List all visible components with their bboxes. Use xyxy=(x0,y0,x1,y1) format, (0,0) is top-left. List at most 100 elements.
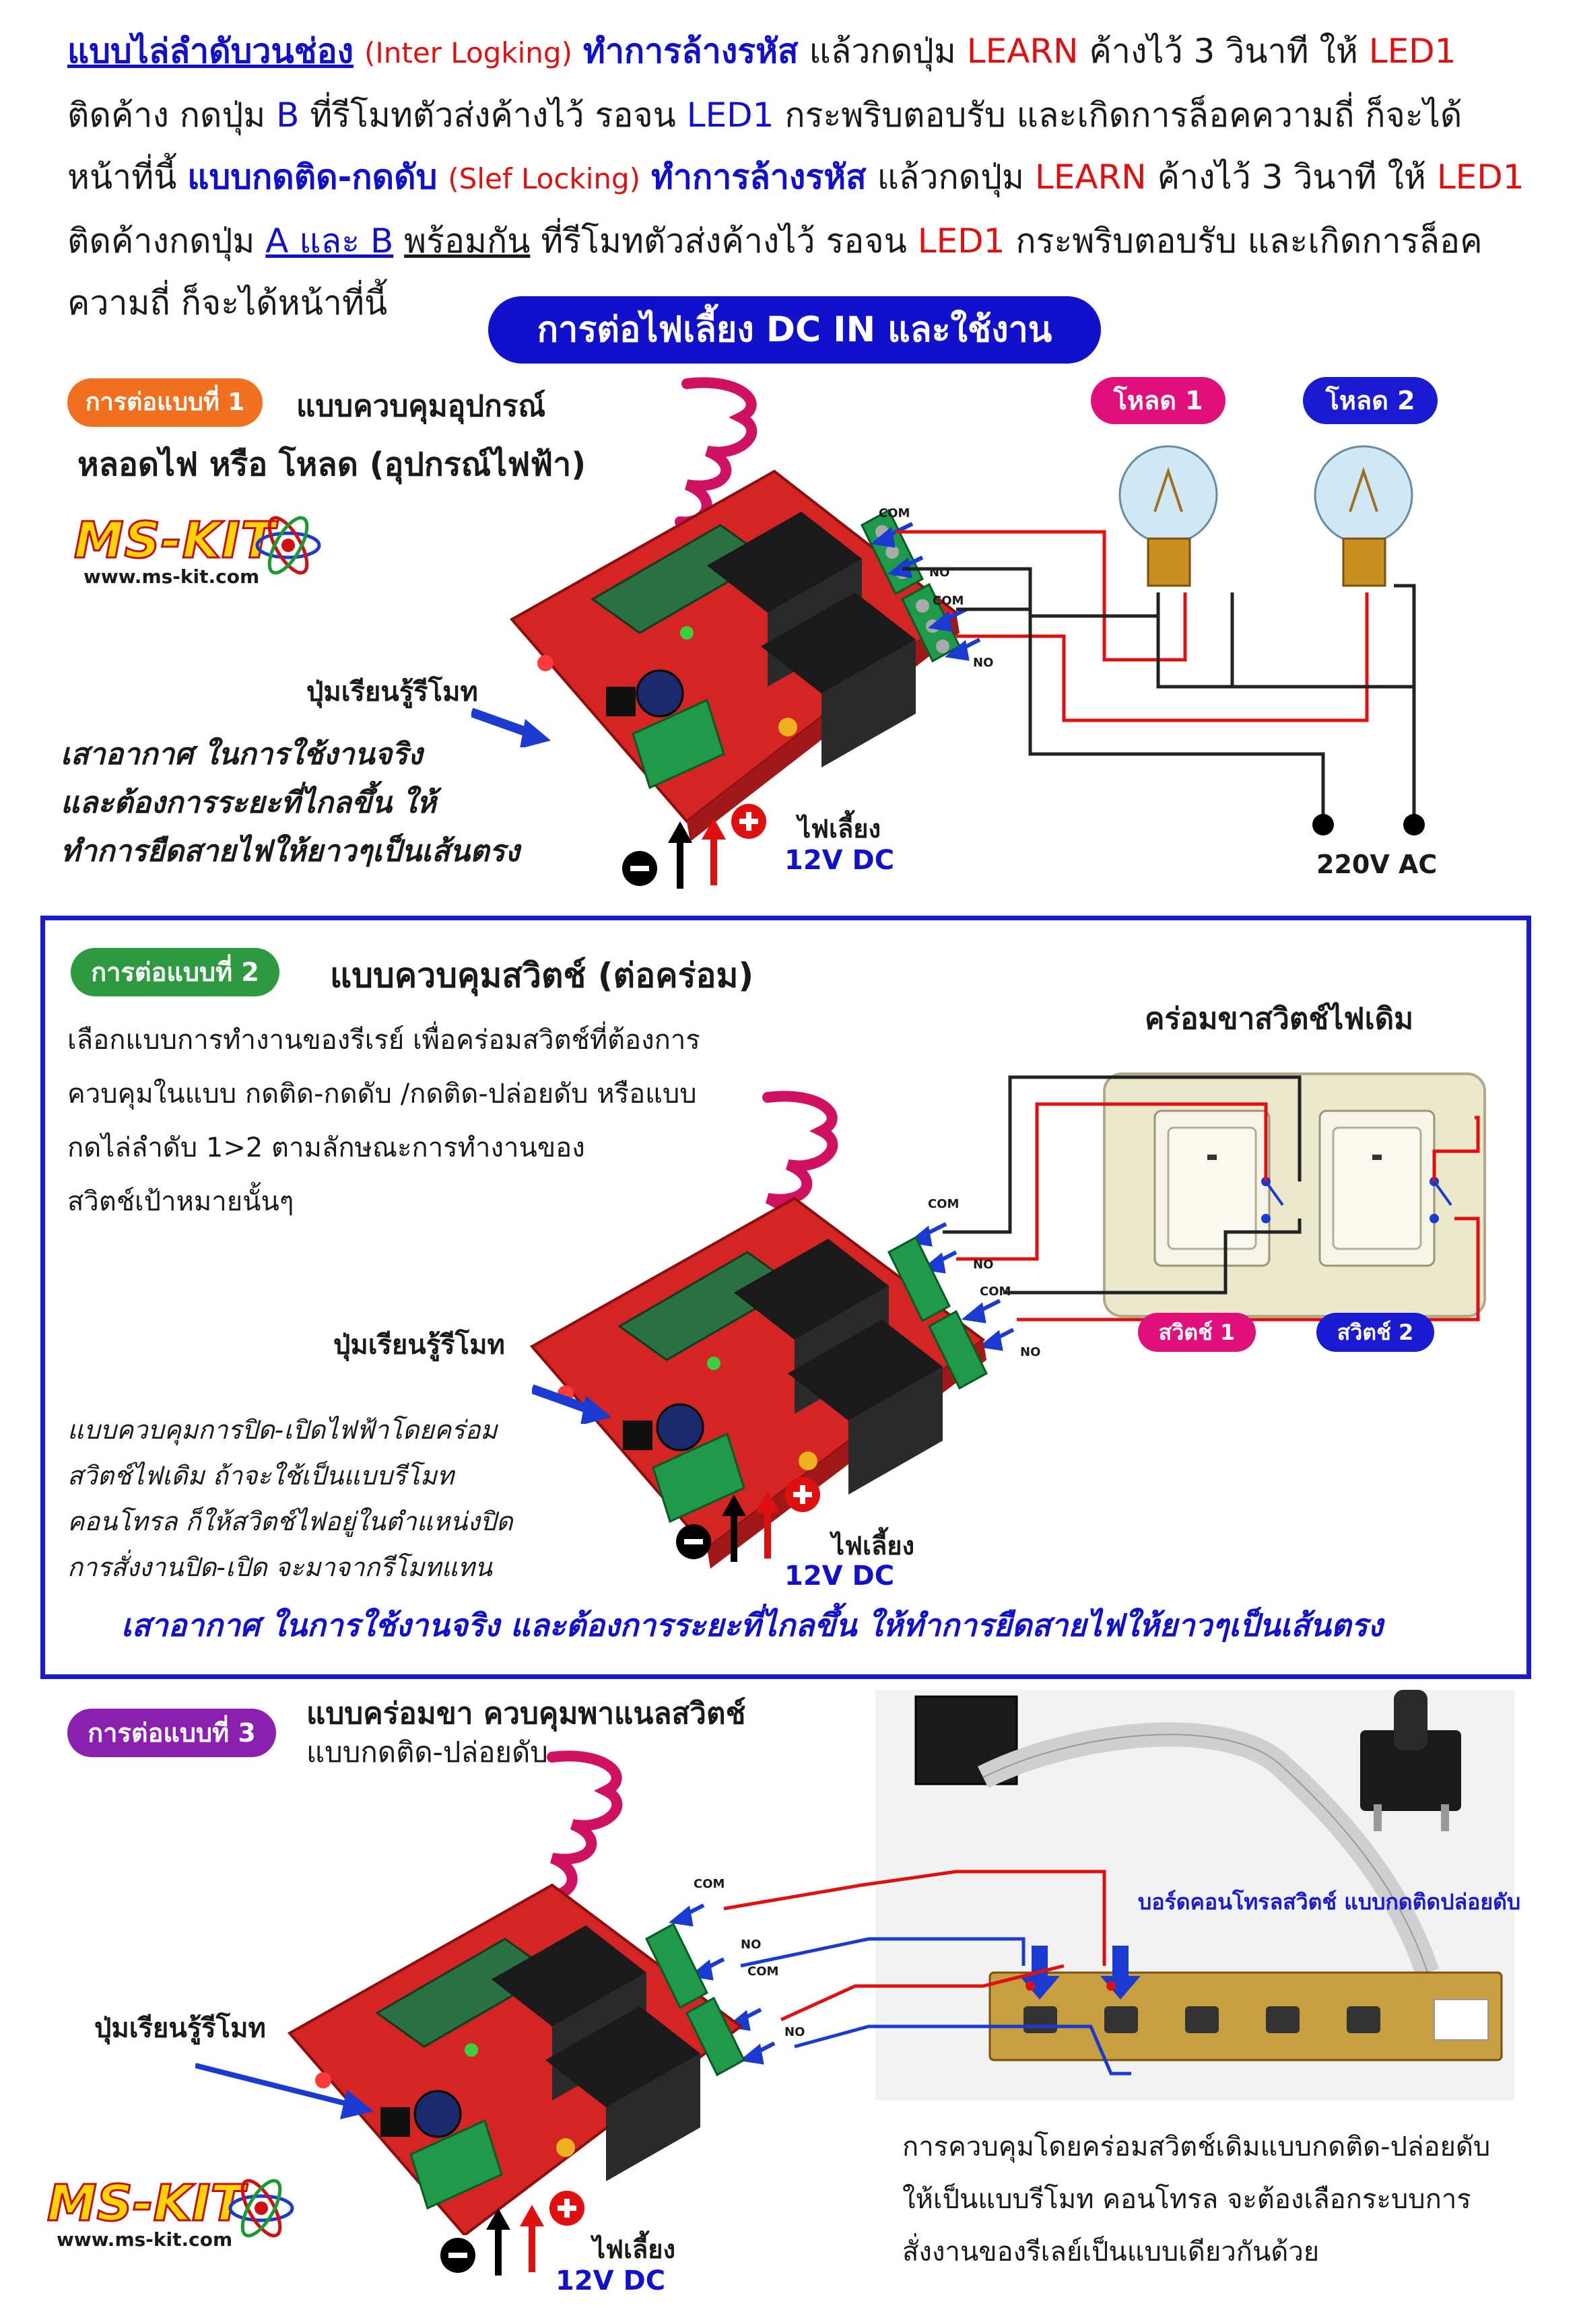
section1-learn-label: ปุ่มเรียนรู้รีโมท xyxy=(306,677,478,708)
logo-url-2: www.ms-kit.com xyxy=(57,2228,233,2251)
learn-text-2: LEARN xyxy=(1034,158,1147,197)
load2-pill: โหลด 2 xyxy=(1303,377,1438,424)
section2-com2-label: COM xyxy=(980,1285,1011,1299)
section1-subtitle: หลอดไฟ หรือ โหลด (อุปกรณ์ไฟฟ้า) xyxy=(77,446,586,483)
tactile-switch-icon xyxy=(1360,1690,1461,1831)
led1-text-2: LED1 xyxy=(686,96,774,135)
switch-title: คร่อมขาสวิตช์ไฟเดิม xyxy=(1145,1002,1414,1036)
section1-antenna-note: เสาอากาศ ในการใช้งานจริง และต้องการระยะท… xyxy=(61,730,520,876)
ms-kit-logo: MS-KIT www.ms-kit.com xyxy=(73,511,330,592)
no2-label: NO xyxy=(973,656,994,670)
section2-pill: การต่อแบบที่ 2 xyxy=(71,948,279,996)
intro-line-4: ติดค้างกดปุ่ม A และ B พร้อมกัน ที่รีโมทต… xyxy=(67,210,1535,272)
antenna-note-line-3: ทำการยืดสายไฟให้ยาวๆเป็นเส้นตรง xyxy=(61,834,520,868)
section3-pill: การต่อแบบที่ 3 xyxy=(67,1709,276,1757)
line4-d: ที่รีโมทตัวส่งค้างไว้ รอจน xyxy=(541,221,907,261)
power-polarity-icon-3 xyxy=(440,2191,584,2276)
relay-board-1 xyxy=(485,377,997,862)
desc-line-3: กดไล่ลำดับ 1>2 ตามลักษณะการทำงานของ xyxy=(67,1132,585,1163)
mode-inter-locking: แบบไล่ลำดับวนช่อง xyxy=(67,32,354,71)
intro-line-1: แบบไล่ลำดับวนช่อง (Inter Logking) ทำการล… xyxy=(67,20,1535,84)
section3-power-label: ไฟเลี้ยง xyxy=(593,2234,676,2264)
press-text: แล้วกดปุ่ม xyxy=(809,32,956,71)
section2-power-value: 12V DC xyxy=(784,1561,895,1592)
switch1-pill: สวิตช์ 1 xyxy=(1138,1313,1256,1352)
section3-com1-label: COM xyxy=(694,1877,725,1891)
section2-note: แบบควบคุมการปิด-เปิดไฟฟ้าโดยคร่อม สวิตช์… xyxy=(67,1407,513,1590)
line2-e: กระพริบตอบรับ และเกิดการล็อคความถี่ ก็จะ… xyxy=(784,96,1463,135)
antenna-note-line-1: เสาอากาศ ในการใช้งานจริง xyxy=(61,737,423,772)
section3-power-value: 12V DC xyxy=(556,2265,666,2296)
control-board-photo xyxy=(875,1690,1515,2100)
intro-line-3: หน้าที่นี้ แบบกดติด-กดดับ (Slef Locking)… xyxy=(67,146,1535,210)
line2-c: ที่รีโมทตัวส่งค้างไว้ รอจน xyxy=(310,96,676,135)
section2-title: แบบควบคุมสวิตช์ (ต่อคร่อม) xyxy=(330,956,754,995)
section2-desc: เลือกแบบการทำงานของรีเรย์ เพื่อคร่อมสวิต… xyxy=(67,1013,700,1229)
section2-power-label: ไฟเลี้ยง xyxy=(832,1531,915,1561)
section1-power-label: ไฟเลี้ยง xyxy=(798,814,881,844)
section1-ac-label: 220V AC xyxy=(1316,850,1438,879)
intro-line-5: ความถี่ ก็จะได้หน้าที่นี้ xyxy=(67,283,388,322)
press-text-2: แล้วกดปุ่ม xyxy=(877,158,1024,197)
section2-no1-label: NO xyxy=(973,1258,994,1272)
wall-switch-icon xyxy=(1153,1109,1271,1267)
led1-text-4: LED1 xyxy=(917,221,1005,261)
desc-line-4: สวิตช์เป้าหมายนั้นๆ xyxy=(67,1186,294,1217)
blue-arrow-icon xyxy=(471,708,551,747)
power-polarity-icon-2 xyxy=(676,1477,820,1562)
line3-a: หน้าที่นี้ xyxy=(67,158,177,197)
atom-icon xyxy=(255,516,321,575)
antenna-icon xyxy=(675,377,758,528)
desc-line-2: ควบคุมในแบบ กดติด-กดดับ /กดติด-ปล่อยดับ … xyxy=(67,1079,697,1109)
switch2-pill: สวิตช์ 2 xyxy=(1316,1313,1434,1352)
section3-note: การควบคุมโดยคร่อมสวิตช์เดิมแบบกดติด-ปล่อ… xyxy=(902,2121,1490,2278)
hold-text-2: ค้างไว้ 3 วินาที ให้ xyxy=(1157,158,1426,197)
note-line-3: คอนโทรล ก็ให้สวิตช์ไฟอยู่ในตำแหน่งปิด xyxy=(67,1507,513,1536)
section1-wiring xyxy=(870,445,1425,835)
wall-switch-icon-2 xyxy=(1318,1109,1436,1267)
section3-no1-label: NO xyxy=(741,1938,762,1952)
control-board-illustration xyxy=(914,1690,1503,2061)
intro-line-2: ติดค้าง กดปุ่ม B ที่รีโมทตัวส่งค้างไว้ ร… xyxy=(67,84,1535,146)
simultaneous-text: พร้อมกัน xyxy=(404,221,531,261)
section3-learn-label: ปุ่มเรียนรู้รีโมท xyxy=(94,2013,266,2044)
section2-com1-label: COM xyxy=(928,1197,960,1211)
blue-arrow-icon-3 xyxy=(195,2063,374,2119)
clear-code-text: ทำการล้างรหัส xyxy=(582,32,799,71)
section2-antenna-note: เสาอากาศ ในการใช้งานจริง และต้องการระยะท… xyxy=(121,1607,1383,1643)
bulb-icon-2 xyxy=(1314,445,1413,587)
antenna-note-line-2: และต้องการระยะที่ไกลขึ้น ให้ xyxy=(61,786,436,820)
section3-subtitle: แบบกดติด-ปล่อยดับ xyxy=(306,1736,548,1769)
line2-a: ติดค้าง กดปุ่ม xyxy=(67,96,266,135)
com2-label: COM xyxy=(933,594,964,608)
section2-wiring xyxy=(907,1072,1486,1351)
blue-arrow-icon-2 xyxy=(532,1384,611,1424)
self-locking-tag: (Slef Locking) xyxy=(448,162,641,195)
section2-learn-label: ปุ่มเรียนรู้รีโมท xyxy=(333,1330,505,1361)
button-ab-text: A และ B xyxy=(265,221,394,261)
line4-f: กระพริบตอบรับ และเกิดการล็อค xyxy=(1015,221,1483,261)
note3-line-2: ให้เป็นแบบรีโมท คอนโทรล จะต้องเลือกระบบก… xyxy=(902,2184,1471,2215)
line4-a: ติดค้างกดปุ่ม xyxy=(67,221,255,261)
learn-text: LEARN xyxy=(966,32,1079,71)
section1-title: แบบควบคุมอุปกรณ์ xyxy=(296,389,546,423)
button-b-text: B xyxy=(276,96,300,135)
hold-text: ค้างไว้ 3 วินาที ให้ xyxy=(1089,32,1358,71)
led1-text-3: LED1 xyxy=(1436,158,1524,197)
note3-line-3: สั่งงานของรีเลย์เป็นแบบเดียวกันด้วย xyxy=(902,2236,1320,2267)
logo-text: MS-KIT xyxy=(73,511,276,571)
led1-text: LED1 xyxy=(1368,32,1456,71)
section1-power-value: 12V DC xyxy=(784,845,895,876)
section3-board-label: บอร์ดคอนโทรลสวิตช์ แบบกดติดปล่อยดับ xyxy=(1138,1889,1521,1915)
section3-title: แบบคร่อมขา ควบคุมพาแนลสวิตช์ xyxy=(306,1697,746,1731)
logo-text-2: MS-KIT xyxy=(46,2174,245,2234)
atom-icon-2 xyxy=(228,2179,294,2238)
ms-kit-logo-2: MS-KIT www.ms-kit.com xyxy=(46,2174,303,2255)
com1-label: COM xyxy=(879,506,910,520)
section-banner: การต่อไฟเลี้ยง DC IN และใช้งาน xyxy=(488,296,1101,364)
intro-paragraph: แบบไล่ลำดับวนช่อง (Inter Logking) ทำการล… xyxy=(67,20,1535,334)
bulb-icon xyxy=(1118,445,1218,587)
note3-line-1: การควบคุมโดยคร่อมสวิตช์เดิมแบบกดติด-ปล่อ… xyxy=(902,2131,1491,2162)
section1-pill: การต่อแบบที่ 1 xyxy=(67,378,263,427)
board-illustration xyxy=(509,377,961,842)
